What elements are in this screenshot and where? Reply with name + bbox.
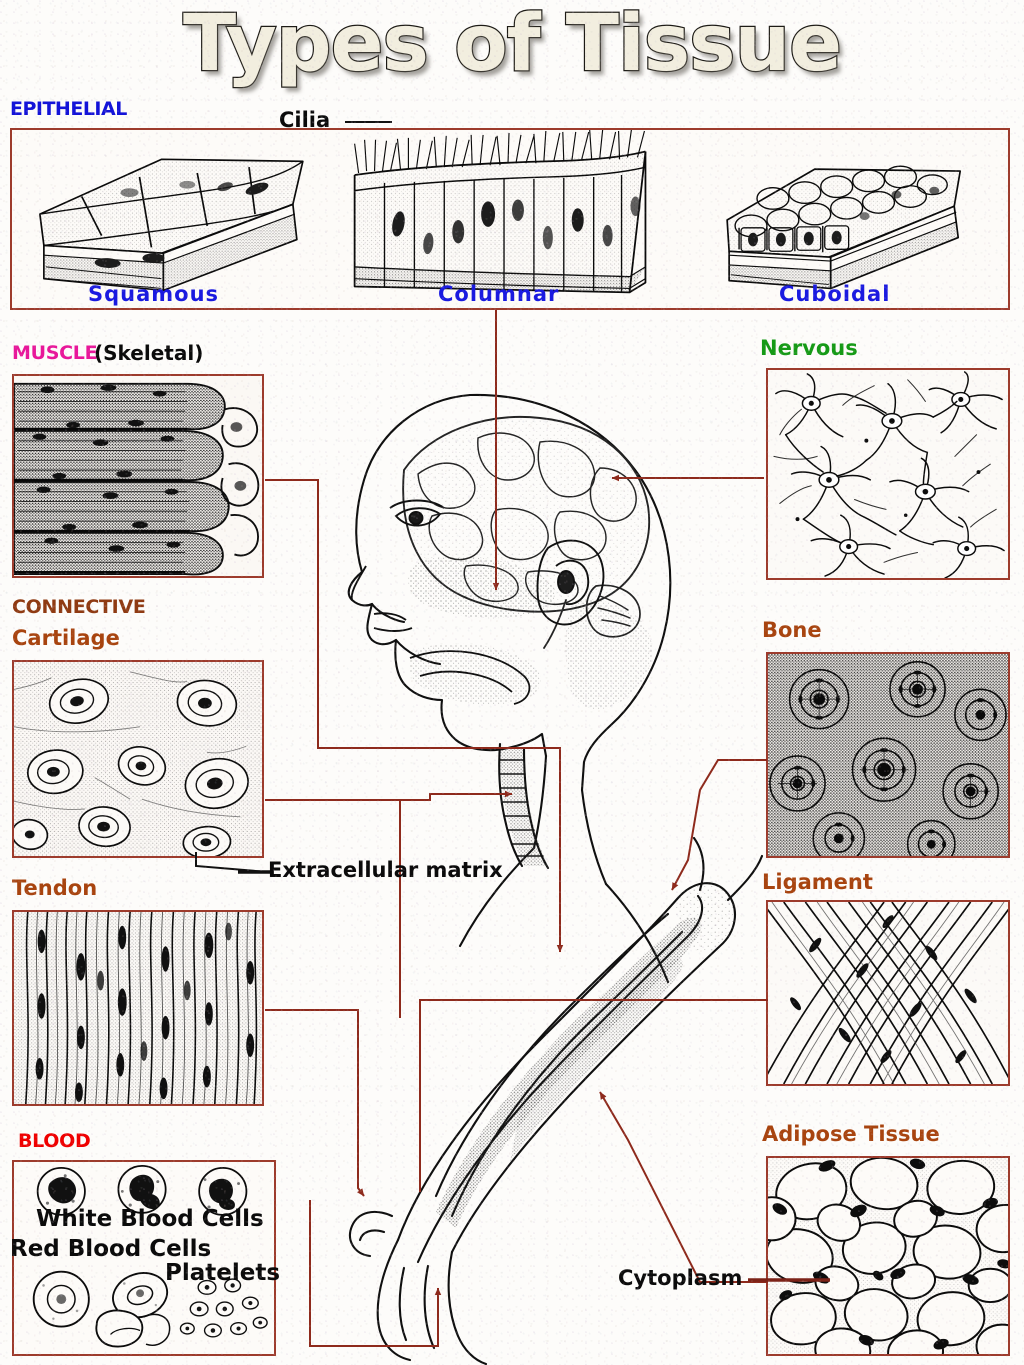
panel-nervous [766, 368, 1010, 580]
panel-adipose [766, 1156, 1010, 1356]
category-label-muscle: MUSCLE [12, 342, 98, 364]
panel-blood [12, 1160, 276, 1356]
specimen-label-red-blood-cells: Red Blood Cells [10, 1236, 212, 1262]
category-label-connective: CONNECTIVE [12, 596, 146, 618]
category-label-epithelial: EPITHELIAL [10, 98, 127, 120]
panel-tendon [12, 910, 264, 1106]
specimen-label-squamous: Squamous [88, 282, 220, 306]
leader-cartilage-to-trachea [265, 790, 513, 801]
category-label-nervous: Nervous [760, 336, 858, 360]
specimen-label-cuboidal: Cuboidal [779, 282, 891, 306]
panel-cartilage [12, 660, 264, 858]
muscle-qualifier-label: (Skeletal) [94, 341, 204, 365]
leader-blood-to-vessel [309, 1200, 442, 1347]
page-title: Types of Tissue [182, 0, 843, 90]
leader-ligament-horizontal [419, 999, 768, 1192]
subtype-label-adipose: Adipose Tissue [762, 1122, 940, 1146]
callout-label-cytoplasm: Cytoplasm [618, 1266, 743, 1290]
leader-bone-to-humerus [671, 759, 768, 891]
panel-epithelial [10, 128, 1010, 310]
leader-adipose-to-arm [599, 1091, 768, 1283]
panel-bone [766, 652, 1010, 858]
specimen-label-white-blood-cells: White Blood Cells [36, 1206, 264, 1232]
panel-ligament [766, 900, 1010, 1086]
callout-label-extracellular-matrix: Extracellular matrix [268, 858, 503, 882]
subtype-label-cartilage: Cartilage [12, 626, 120, 650]
subtype-label-bone: Bone [762, 618, 822, 642]
subtype-label-ligament: Ligament [762, 870, 873, 894]
panel-muscle-skeletal [12, 374, 264, 578]
category-label-blood: BLOOD [18, 1130, 91, 1152]
leader-cartilage-stub [265, 799, 401, 1018]
specimen-label-columnar: Columnar [438, 282, 560, 306]
leader-tendon-to-elbow [265, 1009, 365, 1197]
title-bar: Types of Tissue [0, 0, 1024, 92]
specimen-label-platelets: Platelets [165, 1260, 281, 1286]
callout-label-cilia: Cilia [279, 108, 331, 132]
subtype-label-tendon: Tendon [12, 876, 98, 900]
